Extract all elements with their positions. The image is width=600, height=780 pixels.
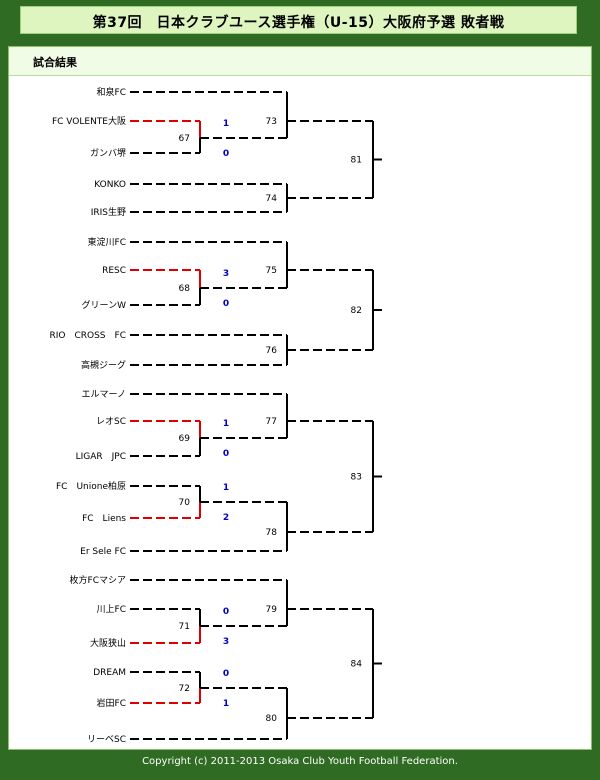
match-number: 73 [266, 117, 277, 127]
team-name: 岩田FC [97, 697, 126, 709]
team-name: LIGAR JPC [76, 452, 126, 462]
team-name: グリーンW [82, 299, 127, 311]
match-number: 78 [266, 528, 278, 538]
team-name: 高槻ジーグ [81, 359, 126, 371]
team-name: 川上FC [97, 604, 126, 615]
score-top: 0 [223, 607, 229, 617]
team-name: FC VOLENTE大阪 [52, 115, 126, 127]
team-name: 和泉FC [97, 86, 126, 98]
copyright-footer: Copyright (c) 2011-2013 Osaka Club Youth… [142, 756, 458, 767]
team-name: エルマーノ [82, 390, 126, 400]
match-number: 81 [351, 156, 362, 166]
match-number: 69 [179, 434, 191, 444]
score-top: 1 [223, 483, 229, 493]
team-name: IRIS生野 [91, 206, 126, 218]
match-number: 68 [179, 284, 191, 294]
panel-header: 試合結果 [9, 47, 591, 76]
team-name: RIO CROSS FC [49, 331, 126, 341]
page-title: 第37回 日本クラブユース選手権（U-15）大阪府予選 敗者戦 [92, 15, 505, 31]
match-number: 76 [266, 346, 278, 356]
team-name: リーベSC [87, 735, 126, 745]
score-bottom: 0 [223, 299, 229, 309]
score-top: 1 [223, 419, 229, 429]
match-number: 83 [351, 473, 362, 483]
section-title: 試合結果 [33, 56, 77, 69]
team-name: KONKO [94, 180, 126, 190]
score-bottom: 2 [223, 513, 229, 523]
team-name: レオSC [96, 416, 126, 427]
score-top: 0 [223, 669, 229, 679]
match-number: 74 [266, 194, 278, 204]
score-bottom: 1 [223, 699, 229, 709]
match-number: 84 [351, 660, 363, 670]
match-number: 71 [179, 622, 190, 632]
team-name: 東淀川FC [88, 236, 126, 248]
match-number: 67 [179, 134, 190, 144]
team-name: DREAM [93, 668, 126, 678]
results-panel: 試合結果 [8, 46, 592, 750]
score-top: 3 [223, 269, 229, 279]
team-name: RESC [102, 266, 126, 276]
score-bottom: 0 [223, 149, 229, 159]
match-number: 79 [266, 605, 278, 615]
match-number: 77 [266, 417, 277, 427]
team-name: FC Unione柏原 [56, 480, 126, 492]
match-number: 80 [266, 714, 278, 724]
match-number: 70 [179, 498, 191, 508]
team-name: ガンバ堺 [90, 147, 126, 159]
score-bottom: 0 [223, 449, 229, 459]
team-name: FC Liens [82, 514, 126, 524]
score-bottom: 3 [223, 637, 229, 647]
score-top: 1 [223, 119, 229, 129]
team-name: 枚方FCマシア [70, 574, 126, 586]
match-number: 75 [266, 266, 277, 276]
team-name: Er Sele FC [80, 547, 126, 557]
title-bar: 第37回 日本クラブユース選手権（U-15）大阪府予選 敗者戦 [20, 6, 577, 34]
team-name: 大阪狭山 [90, 637, 126, 649]
match-number: 72 [179, 684, 190, 694]
match-number: 82 [351, 306, 362, 316]
